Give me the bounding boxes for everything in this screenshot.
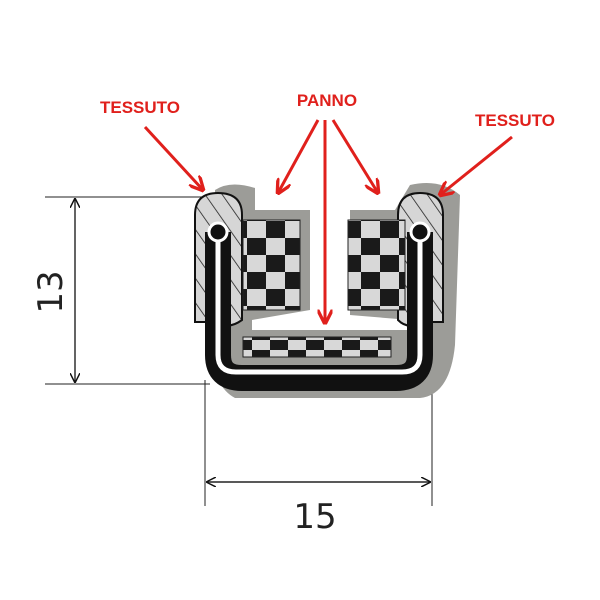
height-dimension: 13 xyxy=(31,196,210,385)
left-bead-icon xyxy=(207,221,229,243)
arrow-right-fabric xyxy=(440,135,513,195)
annotations: TESSUTO PANNO TESSUTO xyxy=(100,91,555,323)
bottom-felt-block xyxy=(242,336,392,358)
right-felt-block xyxy=(347,219,406,311)
arrow-left-fabric xyxy=(143,125,203,190)
label-felt: PANNO xyxy=(297,91,357,110)
arrow-felt-right xyxy=(331,119,378,193)
width-value: 15 xyxy=(293,497,336,537)
label-left-fabric: TESSUTO xyxy=(100,98,180,117)
right-bead-icon xyxy=(409,221,431,243)
label-right-fabric: TESSUTO xyxy=(475,111,555,130)
edge-trim-profile xyxy=(194,182,460,398)
left-felt-block xyxy=(242,219,301,311)
arrow-felt-left xyxy=(278,119,320,193)
width-dimension: 15 xyxy=(204,380,433,537)
height-value: 13 xyxy=(31,270,71,313)
